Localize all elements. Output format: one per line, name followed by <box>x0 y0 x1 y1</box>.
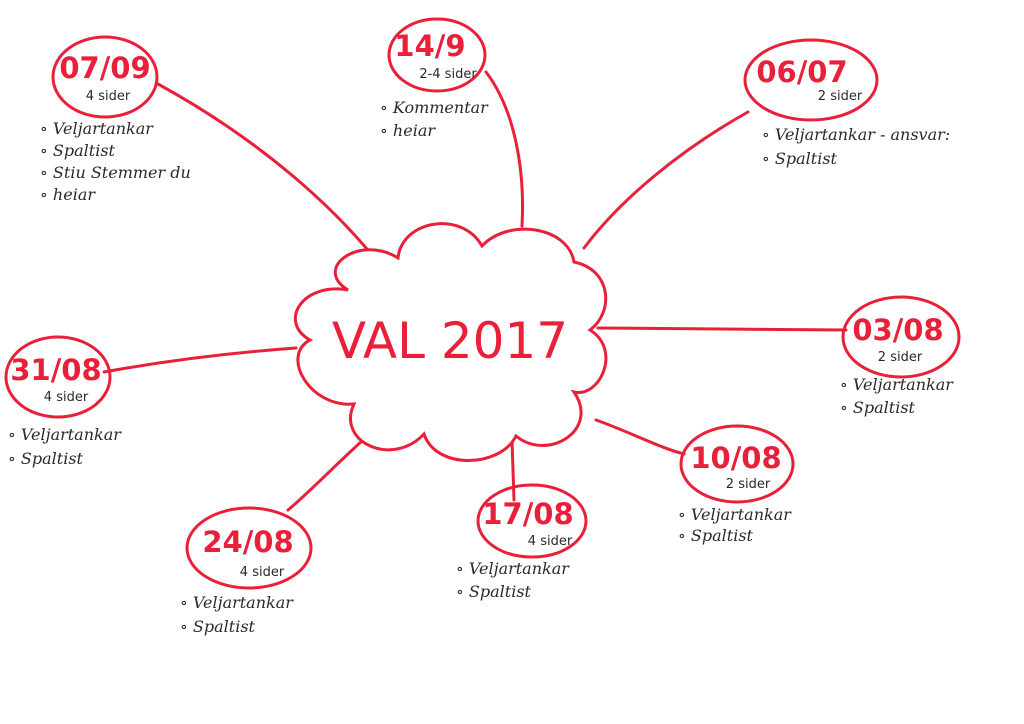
bullet-item: ∘ Veljartankar <box>8 425 122 444</box>
node-24-08: 24/08 4 sider ∘ Veljartankar ∘ Spaltist <box>180 506 313 636</box>
bullet-item: ∘ Stiu Stemmer du <box>40 163 191 182</box>
date-circle <box>387 17 487 93</box>
connector-07-09 <box>156 82 392 280</box>
bullet-item: ∘ Veljartankar <box>456 559 570 578</box>
bullet-item: ∘ Veljartankar <box>180 593 294 612</box>
node-date: 07/09 <box>59 51 150 85</box>
node-pages: 4 sider <box>44 390 89 405</box>
node-date: 14/9 <box>394 29 465 63</box>
node-date: 10/08 <box>690 441 781 475</box>
bullet-item: ∘ heiar <box>40 185 96 204</box>
node-03-08: 03/08 2 sider ∘ Veljartankar ∘ Spaltist <box>840 295 961 417</box>
bullet-item: ∘ Veljartankar <box>840 375 954 394</box>
date-circle <box>679 424 795 504</box>
node-pages: 4 sider <box>240 565 285 580</box>
node-07-09: 07/09 4 sider ∘ Veljartankar ∘ Spaltist … <box>40 35 191 204</box>
date-circle <box>4 335 112 419</box>
node-10-08: 10/08 2 sider ∘ Veljartankar ∘ Spaltist <box>678 424 795 545</box>
bullet-item: ∘ Kommentar <box>380 98 489 117</box>
date-circle <box>185 506 313 590</box>
date-circle <box>841 295 961 379</box>
center-label: VAL 2017 <box>332 312 568 370</box>
node-pages: 4 sider <box>528 534 573 549</box>
node-17-08: 17/08 4 sider ∘ Veljartankar ∘ Spaltist <box>456 483 588 601</box>
bullet-item: ∘ Veljartankar <box>678 505 792 524</box>
bullet-item: ∘ Spaltist <box>8 449 84 468</box>
bullet-item: ∘ Spaltist <box>840 398 916 417</box>
node-pages: 2 sider <box>878 350 923 365</box>
bullet-item: ∘ Veljartankar <box>40 119 154 138</box>
node-date: 03/08 <box>852 313 943 347</box>
node-pages: 4 sider <box>86 89 131 104</box>
connector-10-08 <box>594 418 686 456</box>
bullet-item: ∘ Veljartankar - ansvar: <box>762 125 950 144</box>
connector-17-08 <box>510 438 516 502</box>
node-pages: 2 sider <box>818 89 863 104</box>
node-06-07: 06/07 2 sider ∘ Veljartankar - ansvar: ∘… <box>743 38 950 168</box>
node-date: 17/08 <box>482 497 573 531</box>
node-date: 06/07 <box>756 55 847 89</box>
node-date: 31/08 <box>10 353 101 387</box>
node-pages: 2 sider <box>726 477 771 492</box>
date-circle <box>743 38 879 122</box>
connector-06-07 <box>582 110 750 250</box>
date-circle <box>51 35 159 119</box>
node-14-9: 14/9 2-4 sider ∘ Kommentar ∘ heiar <box>380 17 489 140</box>
node-31-08: 31/08 4 sider ∘ Veljartankar ∘ Spaltist <box>4 335 122 468</box>
connector-24-08 <box>286 430 374 512</box>
connector-03-08 <box>596 326 848 332</box>
connector-14-9 <box>484 70 524 228</box>
bullet-item: ∘ Spaltist <box>678 526 754 545</box>
center-cloud <box>293 222 608 462</box>
node-pages: 2-4 sider <box>419 67 477 82</box>
bullet-item: ∘ Spaltist <box>456 582 532 601</box>
bullet-item: ∘ Spaltist <box>180 617 256 636</box>
bullet-item: ∘ Spaltist <box>762 149 838 168</box>
connector-31-08 <box>102 346 298 374</box>
bullet-item: ∘ heiar <box>380 121 436 140</box>
date-circle <box>476 483 588 559</box>
bullet-item: ∘ Spaltist <box>40 141 116 160</box>
node-date: 24/08 <box>202 525 293 559</box>
